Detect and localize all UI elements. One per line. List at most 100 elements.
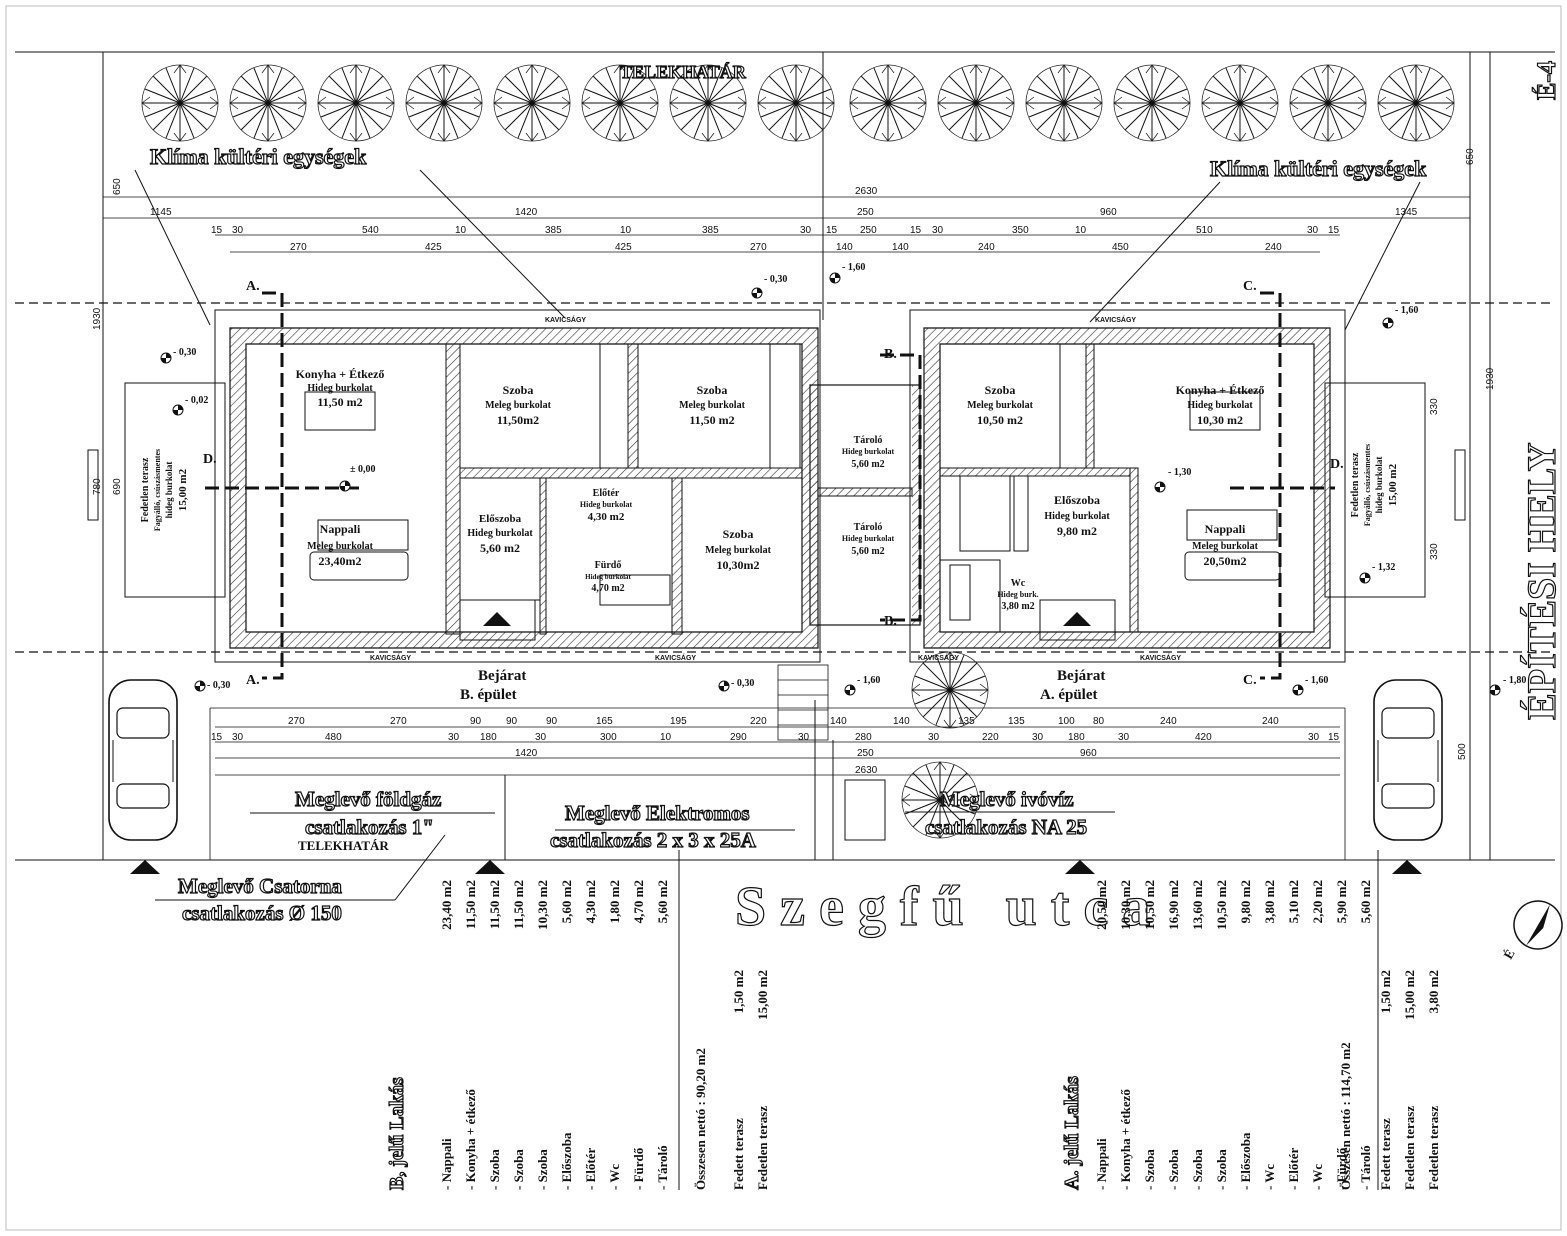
label-text: 960	[1100, 207, 1117, 218]
stairs	[777, 664, 829, 741]
label-text: 9,80 m2	[1057, 524, 1097, 538]
label-text: Fedetlen terasz	[1350, 452, 1361, 517]
label-text: 30	[798, 732, 810, 743]
sheet-code: É-4	[1532, 61, 1561, 100]
label-text: 30	[448, 732, 460, 743]
label-text: Fagyálló, csúszásmentes	[1363, 444, 1372, 526]
label-text: Meleg burkolat	[307, 541, 373, 552]
label-text: - Szoba	[1190, 1149, 1205, 1190]
label-text: Fedett terasz	[731, 1118, 746, 1190]
label-text: 2630	[855, 765, 878, 776]
label-text: A. épület	[1040, 687, 1098, 703]
label-text: 140	[836, 242, 853, 253]
label-text: Meglevő Csatorna	[178, 874, 342, 898]
label-text: 3,80 m2	[1426, 970, 1441, 1013]
utility-labels: Meglevő földgáz csatlakozás 1" TELEKHATÁ…	[155, 786, 1088, 926]
label-text: Hideg burkolat	[1044, 511, 1110, 522]
gravel-label: KAVICSÁGY	[918, 653, 959, 662]
label-text: 10,50 m2	[1214, 880, 1229, 930]
label-text: 1,50 m2	[731, 970, 746, 1013]
label-text: Meglevő Elektromos	[565, 801, 750, 825]
label-text: 11,50 m2	[317, 395, 362, 409]
dimension-texts-side: 650 1930 650 1930 500 500 780 690 375 37…	[92, 148, 1496, 760]
label-text: Nappali	[1205, 522, 1246, 536]
label-text: Szoba	[697, 383, 728, 397]
street-name: Szegfű utca	[735, 876, 1164, 938]
label-text: 165	[596, 716, 613, 727]
label-text: B. épület	[460, 687, 517, 703]
label-text: 30	[232, 225, 244, 236]
label-text: - Fürdő	[1334, 1147, 1349, 1190]
label-text: 1930	[92, 307, 103, 330]
label-text: 5,90 m2	[1334, 880, 1349, 923]
label-text: 4,30 m2	[583, 880, 598, 923]
building-b-walls	[229, 327, 819, 649]
label-text: C.	[1243, 279, 1257, 294]
label-text: 510	[1196, 225, 1213, 236]
label-text: 1,80 m2	[607, 880, 622, 923]
building-site-label: ÉPÍTÉSI HELY	[1519, 442, 1564, 720]
label-text: 480	[325, 732, 342, 743]
terrace-left	[124, 382, 226, 598]
dimension-texts-bottom: 270 270 90 90 90 165 195 220 140 140 135…	[211, 716, 1340, 776]
label-text: Előtér	[593, 488, 620, 499]
label-text: 30	[535, 732, 547, 743]
label-text: - Szoba	[535, 1149, 550, 1190]
room-labels-a: Szoba Meleg burkolat 10,50 m2 Konyha + É…	[967, 383, 1264, 612]
dimension-lines-top	[103, 196, 1470, 253]
label-text: 240	[978, 242, 995, 253]
label-text: 10	[660, 732, 672, 743]
label-text: 15	[910, 225, 922, 236]
label-text: 20,50 m2	[1094, 880, 1109, 930]
label-text: 135	[958, 716, 975, 727]
label-text: - 0,30	[731, 678, 754, 689]
label-text: 240	[1262, 716, 1279, 727]
label-text: 135	[1008, 716, 1025, 727]
terrace-step-right	[1454, 449, 1466, 521]
label-text: Fedetlen terasz	[1402, 1106, 1417, 1190]
label-text: 10	[455, 225, 467, 236]
label-text: Összesen nettó : 90,20 m2	[693, 1048, 708, 1190]
label-text: 425	[615, 242, 632, 253]
label-text: 270	[288, 716, 305, 727]
label-text: 100	[1058, 716, 1075, 727]
label-text: Fedetlen terasz	[1426, 1106, 1441, 1190]
label-text: Fedetlen terasz	[140, 457, 151, 522]
label-text: csatlakozás NA 25	[925, 815, 1087, 839]
label-text: 350	[1012, 225, 1029, 236]
label-text: Előszoba	[479, 513, 522, 525]
label-text: - Nappali	[1094, 1138, 1109, 1190]
label-text: 2,20 m2	[1310, 880, 1325, 923]
label-text: 11,50m2	[497, 413, 539, 427]
ac-units-label-right: Klíma kültéri egységek	[1210, 156, 1427, 181]
furniture	[304, 391, 1281, 621]
label-text: 280	[855, 732, 872, 743]
area-table-a-total: Összesen nettó : 114,70 m2	[1338, 1042, 1353, 1190]
label-text: 15	[1328, 732, 1340, 743]
label-text: 3,80 m2	[1001, 601, 1034, 612]
label-text: - 1,60	[842, 262, 865, 273]
label-text: 90	[470, 716, 482, 727]
building-a-walls	[923, 327, 1331, 649]
label-text: - Szoba	[1142, 1149, 1157, 1190]
label-text: 220	[750, 716, 767, 727]
label-text: 10,50 m2	[977, 413, 1023, 427]
label-text: 250	[860, 225, 877, 236]
label-text: 250	[857, 207, 874, 218]
label-text: - Előszoba	[559, 1132, 574, 1190]
label-text: 385	[545, 225, 562, 236]
label-text: - 1,80	[1503, 675, 1526, 686]
label-text: D.	[1330, 457, 1344, 472]
boundary-markers	[130, 860, 1422, 874]
label-text: 650	[112, 178, 123, 195]
label-text: - Szoba	[511, 1149, 526, 1190]
label-text: 1420	[515, 748, 538, 759]
north-arrow-icon: É	[1500, 900, 1563, 962]
label-text: Hideg burkolat	[307, 383, 373, 394]
label-text: Szoba	[503, 383, 534, 397]
dimension-texts-top: 2630 1145 1420 250 960 1345 15 30 540 10…	[150, 186, 1418, 253]
label-text: 2630	[855, 186, 878, 197]
label-text: Szoba	[723, 527, 754, 541]
label-text: 90	[546, 716, 558, 727]
